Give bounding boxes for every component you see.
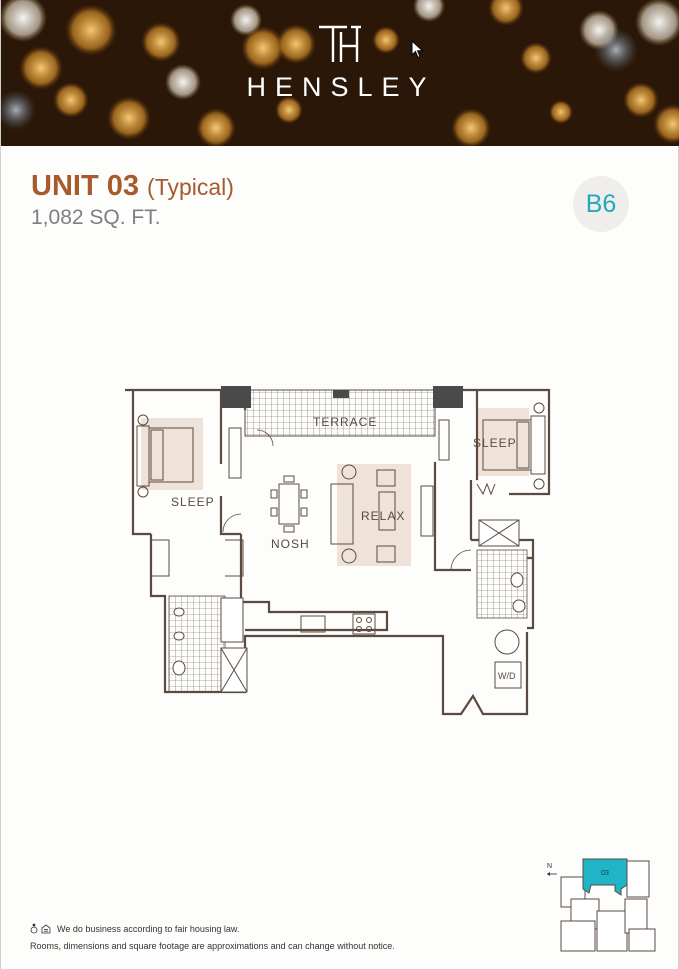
keyplan-highlight-unit (582, 858, 628, 896)
room-label-sleep-left: SLEEP (171, 495, 215, 509)
kitchen-fixtures (300, 613, 376, 635)
fair-housing-notice: We do business according to fair housing… (57, 924, 240, 934)
unit-square-footage: 1,082 SQ. FT. (31, 206, 161, 229)
plan-code-badge: B6 (573, 176, 629, 232)
mouse-cursor-icon (411, 40, 424, 59)
building-keyplan: 03 N (547, 858, 656, 952)
keyplan-unit-number: 03 (601, 870, 609, 877)
room-label-laundry: W/D (498, 671, 516, 681)
accessibility-equal-housing-icon (30, 923, 51, 934)
north-label: N (547, 863, 552, 870)
hensley-monogram-logo: TH (319, 25, 361, 62)
unit-number: UNIT 03 (31, 170, 139, 202)
right-bedroom-furniture (438, 402, 546, 490)
closets (151, 482, 496, 577)
floorplan-drawing: TERRACE SLEEP SLEEP NOSH RELAX W/D (125, 386, 551, 716)
unit-title: UNIT 03 (Typical) (31, 170, 234, 203)
left-bedroom-furniture (136, 414, 242, 498)
brand-name: HENSLEY (246, 72, 436, 102)
room-label-nosh: NOSH (271, 537, 310, 551)
bokeh-background (1, 0, 679, 146)
room-label-terrace: TERRACE (313, 415, 377, 429)
column-right (433, 386, 463, 408)
column-left (221, 386, 251, 408)
doors (222, 429, 472, 571)
living-room-furniture (330, 464, 434, 564)
header-banner: TH HENSLEY (1, 0, 679, 146)
room-label-relax: RELAX (361, 509, 405, 523)
disclaimer-text: Rooms, dimensions and square footage are… (30, 941, 395, 951)
bathroom-fixtures (172, 519, 526, 693)
dining-table (270, 475, 308, 533)
north-arrow-icon (547, 872, 557, 876)
room-label-sleep-right: SLEEP (473, 436, 517, 450)
terrace-area (244, 389, 436, 437)
column-mid (333, 390, 349, 398)
unit-qualifier: (Typical) (147, 174, 234, 200)
